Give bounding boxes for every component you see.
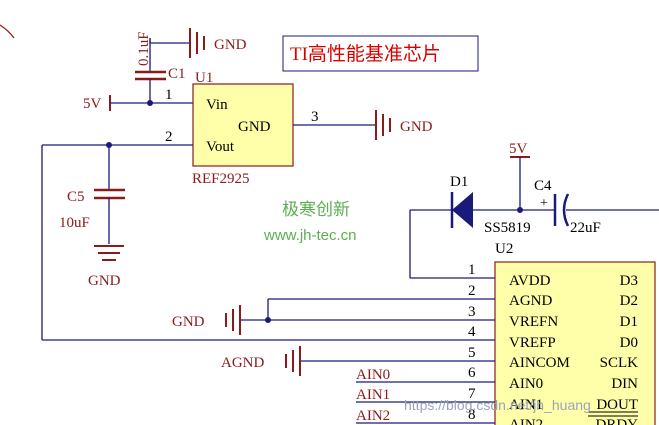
u1-part: REF2925 [192, 171, 250, 187]
u2-pin-ain1: AIN1 [509, 397, 543, 413]
u2-pin4-number: 4 [468, 324, 476, 340]
u1-pin2-number: 2 [165, 129, 173, 145]
u2-pin-vrefn: VREFN [509, 314, 558, 330]
u2-body [494, 261, 656, 425]
u2-pin3-number: 3 [468, 304, 476, 320]
watermark-brand: 极寒创新 [282, 200, 350, 220]
gnd-label-c1: GND [214, 37, 247, 53]
watermark-blog: https://blog.csdn.net/jh_huang [404, 397, 591, 413]
gnd-label-u1: GND [400, 119, 433, 135]
junction-gnd-u2 [265, 317, 271, 323]
net-ain2: AIN2 [356, 408, 390, 424]
u2-pin-d3: D3 [620, 273, 638, 289]
u2-pin-ain0: AIN0 [509, 376, 543, 392]
u2-pin5-number: 5 [468, 345, 476, 361]
5v-label-d1: 5V [509, 141, 528, 157]
u1-pin-vout: Vout [206, 139, 235, 155]
u1-pin-vin: Vin [206, 97, 228, 113]
net-ain0: AIN0 [356, 367, 390, 383]
d1-part: SS5819 [484, 220, 531, 236]
u2-pin1-number: 1 [468, 262, 476, 278]
5v-label-u1: 5V [83, 96, 102, 112]
capacitor-c1 [135, 38, 166, 102]
u2-pin-d0: D0 [620, 335, 638, 351]
u2-pin6-number: 6 [468, 365, 476, 381]
watermark-url: www.jh-tec.cn [263, 227, 357, 244]
u2-pin-d1: D1 [620, 314, 638, 330]
agnd-label: AGND [221, 355, 264, 371]
gnd-label-u2: GND [172, 314, 205, 330]
u2-pin-avdd: AVDD [509, 273, 551, 289]
c1-value: 0.1uF [136, 31, 152, 66]
diode-d1 [450, 192, 473, 228]
u1-pin1-number: 1 [165, 87, 173, 103]
c4-designator: C4 [534, 178, 552, 194]
u2-pin8-number: 8 [468, 407, 476, 423]
u2-pin-agnd: AGND [509, 293, 552, 309]
c4-value: 22uF [570, 220, 601, 236]
u2-pin-aincom: AINCOM [509, 355, 570, 371]
c4-polarity: + [540, 196, 548, 211]
u2-pin-sclk: SCLK [600, 355, 639, 371]
u1-designator: U1 [195, 70, 213, 86]
c5-designator: C5 [67, 189, 85, 205]
gnd-symbol-u1 [375, 110, 391, 140]
gnd-symbol-u2 [225, 305, 241, 335]
u2-pin2-number: 2 [468, 283, 476, 299]
title-box [282, 35, 479, 72]
agnd-symbol [285, 346, 301, 376]
gnd-label-c5: GND [88, 273, 121, 289]
gnd-symbol-c5 [94, 245, 124, 261]
junction-vin [147, 100, 153, 106]
title-text: TI高性能基准芯片 [290, 43, 441, 65]
u2-designator: U2 [495, 241, 513, 257]
u2-pin-ain2: AIN2 [509, 417, 543, 425]
net-ain1: AIN1 [356, 387, 390, 403]
u2-pin-d2: D2 [620, 293, 638, 309]
u2-pin-vrefp: VREFP [509, 335, 556, 351]
c1-designator: C1 [168, 66, 186, 82]
u2-pin-drdy: DRDY [595, 417, 638, 425]
edge-wire-fragment [0, 24, 15, 39]
gnd-symbol-c1 [189, 28, 205, 58]
u2-pin-dout: DOUT [596, 397, 638, 413]
capacitor-c5 [94, 145, 125, 244]
d1-designator: D1 [450, 174, 468, 190]
c5-value: 10uF [59, 215, 90, 231]
u1-body [192, 83, 294, 167]
capacitor-c4 [553, 193, 659, 227]
u1-pin-gnd: GND [238, 119, 271, 135]
u1-pin3-number: 3 [311, 109, 319, 125]
u2-pin7-number: 7 [468, 386, 476, 402]
u2-pin-din: DIN [611, 376, 638, 392]
